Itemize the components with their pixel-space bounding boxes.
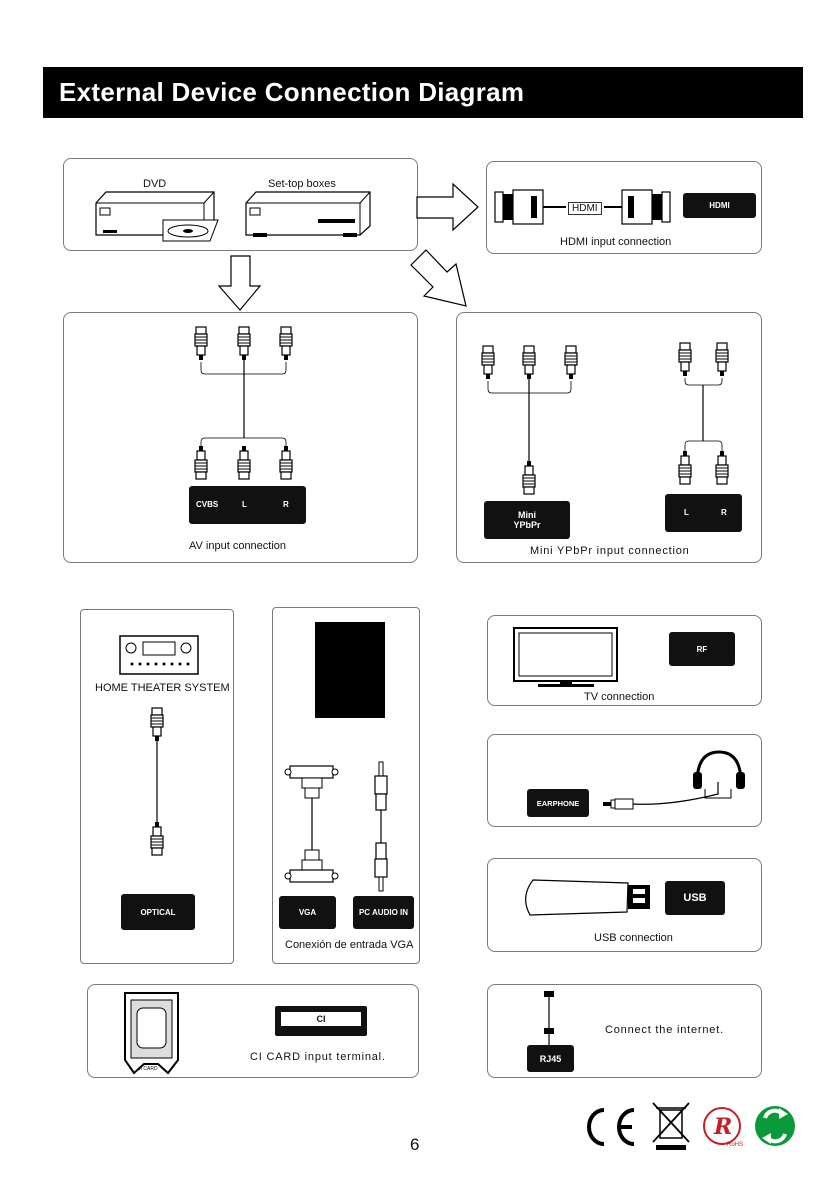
tv-icon: [513, 627, 618, 687]
dvd-player-icon: [95, 191, 219, 242]
rj45-caption: Connect the internet.: [605, 1024, 724, 1036]
title-banner: External Device Connection Diagram: [43, 67, 803, 118]
pc-audio-cable-icon: [374, 761, 388, 892]
ypbpr-audio-port-block: [665, 494, 742, 532]
av-cable-icon: [194, 326, 293, 480]
rohs-text: RoHS: [727, 1142, 743, 1148]
arrow-right-icon: [416, 182, 479, 232]
ci-card-label: CI CARD: [137, 1066, 158, 1072]
page-title: External Device Connection Diagram: [59, 77, 525, 107]
home-theater-label: HOME THEATER SYSTEM: [95, 682, 230, 694]
optical-port: OPTICAL: [121, 894, 195, 930]
arrow-diagonal-icon: [410, 249, 467, 307]
rf-port: RF: [669, 632, 735, 666]
ci-card-icon: [124, 992, 179, 1075]
hdmi-port: HDMI: [683, 193, 756, 218]
dvd-label: DVD: [143, 178, 167, 190]
av-l-port-label: L: [242, 500, 247, 509]
hdmi-cable-icon: [494, 189, 671, 225]
vga-caption: Conexión de entrada VGA: [285, 939, 414, 951]
ci-caption: CI CARD input terminal.: [250, 1051, 386, 1063]
green-dot-icon: [755, 1106, 795, 1146]
settop-label: Set-top boxes: [268, 178, 336, 190]
hdmi-caption: HDMI input connection: [560, 236, 672, 248]
av-r-port-label: R: [283, 500, 289, 509]
pc-monitor: [315, 622, 385, 718]
earphone-port: EARPHONE: [527, 789, 589, 817]
ci-slot-label: CI: [281, 1012, 361, 1026]
earphone-plug-icon: [603, 782, 719, 810]
optical-cable-icon: [150, 707, 164, 856]
tv-caption: TV connection: [584, 691, 655, 703]
arrow-down-icon: [217, 255, 262, 311]
cvbs-port-label: CVBS: [196, 500, 219, 509]
ypbpr-r-port-label: R: [721, 508, 727, 517]
rj45-port: RJ45: [527, 1045, 574, 1072]
weee-bin-icon: [652, 1102, 690, 1150]
ce-mark-icon: [587, 1108, 635, 1146]
usb-port: USB: [665, 881, 725, 915]
ypbpr-l-port-label: L: [684, 508, 689, 517]
vga-port: VGA: [279, 896, 336, 929]
usb-stick-icon: [525, 879, 650, 916]
usb-caption: USB connection: [594, 932, 673, 944]
page-number: 6: [410, 1135, 420, 1154]
headphones-icon: [693, 750, 745, 799]
mini-ypbpr-port: Mini YPbPr: [484, 501, 570, 539]
hdmi-cable-label: HDMI: [568, 202, 602, 215]
rohs-mark-icon: R RoHS: [703, 1107, 743, 1148]
settop-box-icon: [245, 191, 371, 237]
av-caption: AV input connection: [189, 540, 287, 552]
home-theater-icon: [119, 635, 199, 675]
rj45-cable-icon: [544, 991, 554, 1045]
pc-audio-in-port: PC AUDIO IN: [353, 896, 414, 929]
av-port-block: [189, 486, 306, 524]
vga-cable-icon: [284, 765, 339, 883]
ypbpr-caption: Mini YPbPr input connection: [530, 545, 690, 557]
ypbpr-cable-icon: [481, 342, 729, 495]
svg-text:R: R: [713, 1114, 732, 1140]
